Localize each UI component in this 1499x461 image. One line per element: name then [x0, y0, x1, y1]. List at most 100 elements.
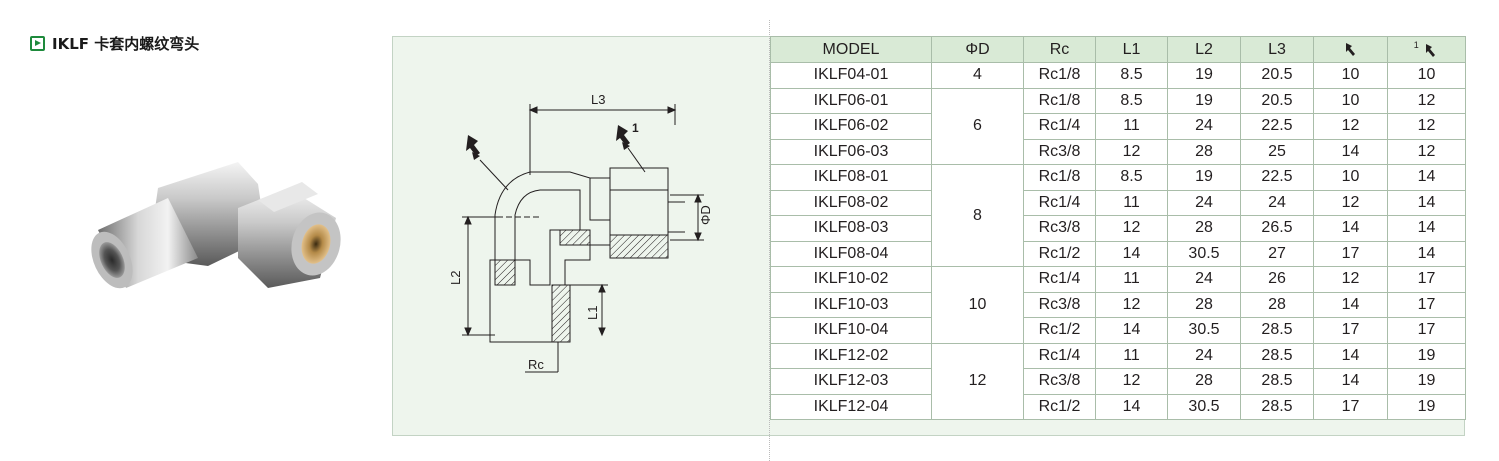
divider-line — [769, 20, 770, 461]
cell-l2: 28 — [1167, 368, 1241, 395]
cell-model: IKLF12-02 — [770, 342, 932, 369]
cell-rc: Rc1/4 — [1023, 342, 1096, 369]
cell-l1: 8.5 — [1095, 62, 1168, 89]
cell-wrench-2: 17 — [1387, 317, 1466, 344]
cell-model: IKLF06-02 — [770, 113, 932, 140]
cell-l1: 11 — [1095, 342, 1168, 369]
wrench-icon-right — [616, 125, 630, 150]
cell-l1: 12 — [1095, 368, 1168, 395]
cell-l3: 24 — [1240, 189, 1314, 216]
cell-od: 8 — [931, 164, 1024, 267]
label-l1: L1 — [585, 306, 600, 320]
cell-l3: 28.5 — [1240, 368, 1314, 395]
cell-wrench-1: 17 — [1313, 393, 1388, 420]
cell-l1: 14 — [1095, 240, 1168, 267]
cell-wrench-1: 14 — [1313, 368, 1388, 395]
cell-model: IKLF10-02 — [770, 266, 932, 293]
cell-l1: 11 — [1095, 113, 1168, 140]
cell-rc: Rc3/8 — [1023, 215, 1096, 242]
header-l3: L3 — [1240, 36, 1314, 63]
cell-wrench-1: 10 — [1313, 164, 1388, 191]
technical-drawing: L3 L2 L1 ΦD Rc 1 — [448, 92, 713, 373]
cell-wrench-1: 12 — [1313, 113, 1388, 140]
cell-l1: 12 — [1095, 138, 1168, 165]
cell-wrench-2: 19 — [1387, 393, 1466, 420]
cell-od: 4 — [931, 62, 1024, 89]
cell-l3: 25 — [1240, 138, 1314, 165]
header-l2: L2 — [1167, 36, 1241, 63]
cell-wrench-2: 14 — [1387, 215, 1466, 242]
header-rc: Rc — [1023, 36, 1096, 63]
cell-wrench-2: 19 — [1387, 342, 1466, 369]
cell-l2: 30.5 — [1167, 240, 1241, 267]
header-model: MODEL — [770, 36, 932, 63]
cell-rc: Rc1/8 — [1023, 62, 1096, 89]
cell-rc: Rc1/4 — [1023, 189, 1096, 216]
wrench-icon-left — [466, 135, 480, 160]
cell-wrench-2: 12 — [1387, 113, 1466, 140]
cell-l2: 24 — [1167, 342, 1241, 369]
cell-l3: 20.5 — [1240, 62, 1314, 89]
cell-rc: Rc1/4 — [1023, 113, 1096, 140]
cell-model: IKLF06-01 — [770, 87, 932, 114]
cell-model: IKLF12-04 — [770, 393, 932, 420]
cell-wrench-1: 12 — [1313, 189, 1388, 216]
cell-wrench-2: 14 — [1387, 164, 1466, 191]
cell-l3: 20.5 — [1240, 87, 1314, 114]
cell-l2: 30.5 — [1167, 317, 1241, 344]
cell-od: 6 — [931, 87, 1024, 165]
cell-model: IKLF08-02 — [770, 189, 932, 216]
cell-wrench-1: 12 — [1313, 266, 1388, 293]
cell-l1: 12 — [1095, 215, 1168, 242]
cell-wrench-1: 14 — [1313, 342, 1388, 369]
cell-l1: 8.5 — [1095, 87, 1168, 114]
label-l3: L3 — [591, 92, 605, 107]
cell-l2: 28 — [1167, 215, 1241, 242]
cell-rc: Rc1/8 — [1023, 87, 1096, 114]
cell-model: IKLF04-01 — [770, 62, 932, 89]
cell-l3: 22.5 — [1240, 113, 1314, 140]
cell-wrench-1: 14 — [1313, 291, 1388, 318]
cell-l1: 11 — [1095, 189, 1168, 216]
cell-l2: 19 — [1167, 87, 1241, 114]
cell-wrench-2: 12 — [1387, 138, 1466, 165]
wrench-icon — [1426, 43, 1436, 57]
cell-l2: 19 — [1167, 164, 1241, 191]
cell-l2: 24 — [1167, 266, 1241, 293]
cell-wrench-2: 14 — [1387, 240, 1466, 267]
cell-model: IKLF08-01 — [770, 164, 932, 191]
cell-wrench-1: 10 — [1313, 62, 1388, 89]
cell-rc: Rc3/8 — [1023, 291, 1096, 318]
section-title: IKLF 卡套内螺纹弯头 — [52, 35, 200, 53]
cell-wrench-2: 10 — [1387, 62, 1466, 89]
cell-rc: Rc3/8 — [1023, 138, 1096, 165]
cell-l1: 12 — [1095, 291, 1168, 318]
cell-rc: Rc3/8 — [1023, 368, 1096, 395]
table-header-row: MODEL ΦD Rc L1 L2 L3 1 — [770, 36, 1466, 63]
cell-wrench-1: 10 — [1313, 87, 1388, 114]
cell-l2: 24 — [1167, 113, 1241, 140]
cell-rc: Rc1/2 — [1023, 240, 1096, 267]
cell-l1: 14 — [1095, 393, 1168, 420]
header-od: ΦD — [931, 36, 1024, 63]
cell-rc: Rc1/4 — [1023, 266, 1096, 293]
product-photo — [91, 162, 341, 289]
cell-l2: 30.5 — [1167, 393, 1241, 420]
header-wrench-1 — [1313, 36, 1388, 63]
cell-l3: 22.5 — [1240, 164, 1314, 191]
cell-model: IKLF12-03 — [770, 368, 932, 395]
cell-od: 12 — [931, 342, 1024, 420]
cell-l3: 28.5 — [1240, 342, 1314, 369]
